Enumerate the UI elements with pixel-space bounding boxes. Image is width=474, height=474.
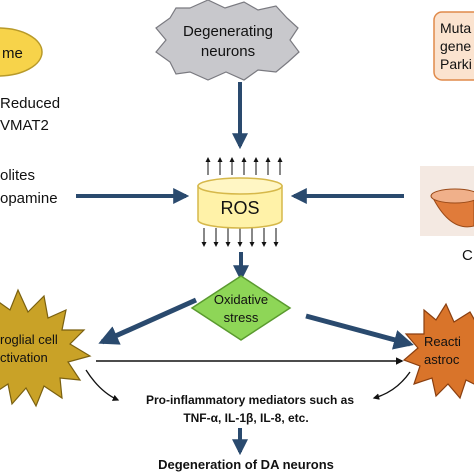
oxidative-stress-node: Oxidative stress	[190, 275, 292, 341]
mutation-line3: Parki	[440, 56, 472, 72]
inflammatory-line2: TNF-α, IL-1β, IL-8, etc.	[183, 411, 308, 425]
mutation-line1: Muta	[440, 20, 471, 36]
mutation-box-node: Muta gene Parki	[433, 11, 474, 81]
astrocyte-shape	[402, 302, 474, 400]
right-icon-label: C	[462, 247, 473, 264]
bowl-icon	[431, 195, 474, 228]
ros-top-arrows	[205, 157, 283, 175]
metabolites-label: olites	[0, 167, 35, 184]
left-ellipse-node: me	[0, 27, 43, 77]
microglial-line2: ctivation	[0, 350, 48, 365]
ros-cylinder-top	[197, 177, 283, 195]
left-ellipse-shape	[0, 27, 43, 77]
degenerating-neurons-shape	[155, 0, 300, 81]
arrow-oxidative-to-microglial	[98, 297, 198, 345]
degenerating-neurons-node: Degenerating neurons	[155, 0, 300, 81]
vmat2-label: VMAT2	[0, 117, 49, 134]
microglial-shape	[0, 288, 92, 408]
mutation-box-shape	[433, 11, 474, 81]
oxidative-stress-line1: Oxidative	[214, 292, 268, 307]
left-ellipse-label: me	[2, 45, 23, 62]
ros-bottom-arrows	[201, 228, 279, 247]
astrocyte-line1: Reacti	[424, 334, 461, 349]
ros-cylinder-body	[197, 185, 283, 229]
astrocyte-line2: astroc	[424, 352, 460, 367]
degeneration-label: Degeneration of DA neurons	[158, 457, 334, 472]
oxidative-stress-shape	[190, 275, 292, 341]
arrow-oxidative-to-astrocyte	[305, 313, 414, 350]
curve-astrocyte-to-mediators	[372, 371, 411, 400]
ros-node: ROS	[197, 157, 283, 247]
astrocyte-node: Reacti astroc	[402, 302, 474, 400]
bowl-icon-rim	[430, 188, 474, 204]
microglial-line1: roglial cell	[0, 332, 58, 347]
degenerating-neurons-line1: Degenerating	[183, 23, 273, 40]
right-icon-node: C	[420, 166, 474, 264]
mutation-line2: gene	[440, 38, 471, 54]
oxidative-stress-line2: stress	[224, 310, 259, 325]
degenerating-neurons-line2: neurons	[201, 43, 255, 60]
reduced-label: Reduced	[0, 95, 60, 112]
ros-label: ROS	[220, 198, 259, 218]
dopamine-label: opamine	[0, 190, 58, 207]
inflammatory-line1: Pro-inflammatory mediators such as	[146, 393, 354, 407]
microglial-node: roglial cell ctivation	[0, 288, 92, 408]
curve-microglial-to-mediators	[85, 369, 120, 401]
